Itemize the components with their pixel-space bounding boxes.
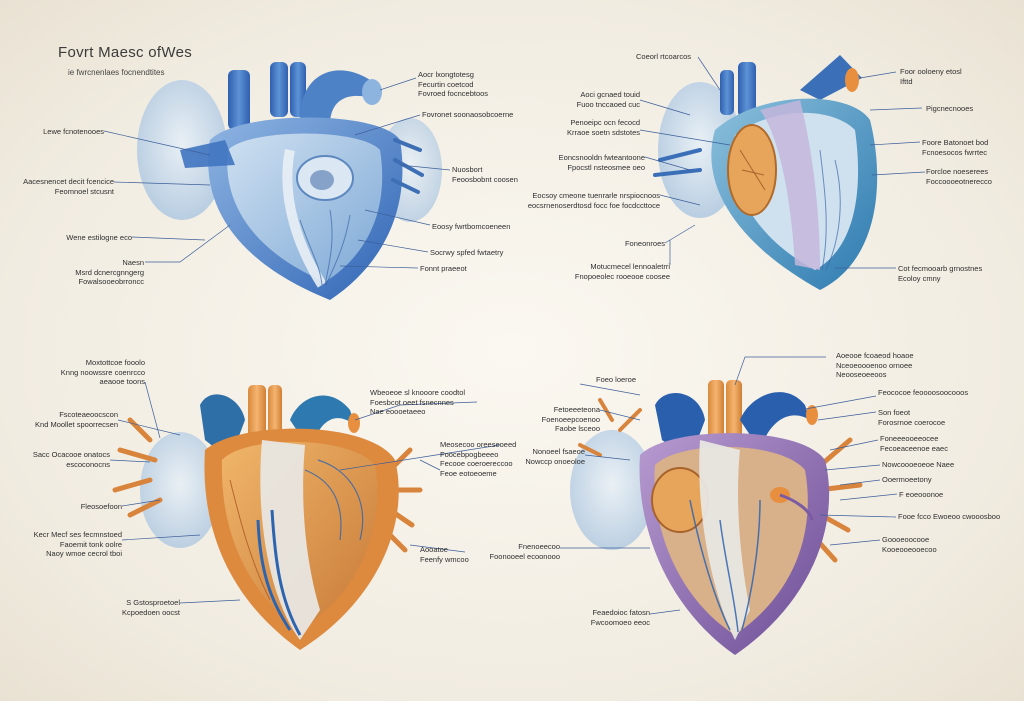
label-tr-9: Pigcnecnooes [926,104,974,113]
label-tl-1: Aocr lxongtotesg Fecurtin coetcod Fovroe… [418,70,489,98]
label-tl-10: Naesn Msrd dcnercgnngerg Fowalsooeobrron… [75,258,144,286]
label-tr-4: Eoncsnooldn fwteantoone Fpocstl nsteosme… [558,153,645,172]
label-tl-3: Nuosbort Feoosbobnt coosen [452,165,518,184]
label-tr-6: Foneonroes [624,239,665,248]
label-br-5: Feaedoioc fatosn Fwcoomoeo eeoc [590,608,650,627]
label-tr-5: Eocsoy cmeone tuenrarle nrspiocnoos eocs… [527,191,660,210]
lung-shape [570,430,654,550]
label-tr-3: Penoeipc ocn fecocd Krraoe soetn sdstote… [567,118,640,137]
label-br-9: Foneeeooeeocee Fecoeaceenoe eaec [880,434,948,453]
label-br-7: Feococoe feoooosoocooos [878,388,969,397]
great-vessel-shape [800,55,862,100]
label-tl-5: Socrwy spfed fwtaetry [430,248,504,257]
label-tr-8: Foor ooloeny etosl Ifttd [900,67,962,86]
label-tr-10: Foore Batonoet bod Fcnoesocos fwrrtec [922,138,989,157]
label-br-6: Aoeooe fcoaeod hoaoe Nceoeoooenoo ornoee… [836,351,914,379]
label-br-14: Goooeoocooe Kooeooeooecoo [882,535,937,554]
label-bl-9: Aooatoe Feenfy wmcoo [420,545,469,564]
heart-top-right [653,55,878,290]
label-tl-4: Eoosy fwrtbomcoeneen [432,222,511,231]
label-bl-6: S Gstosproetoel Kcpoedoen oocst [122,598,180,617]
label-br-13: Fooe fcco Ewoeoo cwooosboo [898,512,1001,521]
vena-cava-shape [228,70,250,130]
sheet-title: Fovrt Maesc ofWes [58,44,193,61]
heart-bottom-right [570,380,863,655]
aortic-arch-shape [300,70,378,125]
label-tr-12: Cot fecmooarb grnostnes Ecoloy cmny [898,264,983,283]
label-tl-6: Fonnt praeeot [420,264,467,273]
label-tr-2: Aoci gcnaed touid Fuoo tnccaoed cuc [576,90,640,109]
label-tr-11: Forcloe noeserees Foccoooeotnerecco [926,167,992,186]
label-br-10: Nowcoooeoeoe Naee [882,460,955,469]
label-br-3: Nonoeel fsaeoe Nowccp onoeoloe [525,447,585,466]
label-tl-8: Aacesnencet decit fcencice Feomnoel stcu… [23,177,114,196]
label-br-11: Ooermoeetony [882,475,932,484]
leader-lines [103,56,926,615]
label-bl-5: Kecr Mecf ses fecmnstoed Faoemit tonk oo… [33,530,122,558]
label-br-12: F eoeooonoe [899,490,944,499]
heart-top-left [137,62,442,300]
label-bl-8: Meosecoo oreeseoeed Foocebpogbeeeo Fecoo… [440,440,517,478]
sheet-subtitle: ie fwrcnenlaes focnendtites [68,68,165,77]
label-tl-7: Lewe fcnotenooes [43,127,104,136]
label-bl-1: Moxtottcoe fooolo Knng noowssre coenrcco… [60,358,145,386]
label-br-4: Fnenoeecoo Foonooeel ecoonooo [489,542,560,561]
label-br-8: Son foeot Forosrnoe coerocoe [878,408,946,427]
label-bl-4: Fleosoefoon [80,502,122,511]
lung-shape [140,432,220,548]
label-tr-7: Motucmecel lennoaletrri Fnopoeolec rooeo… [574,262,670,281]
heart-bottom-left [112,385,423,650]
label-br-2: Fetoeeeteona Foenoeepcoenoo Faobe lsceoo [541,405,600,433]
label-bl-7: Wbeoeoe sl knooore coodtol Foesbcot oeet… [370,388,466,416]
label-tl-9: Wene estilogne eco [66,233,132,242]
label-tr-1: Coeorl rtcoarcos [636,52,692,61]
label-bl-3: Sacc Ocacooe onatocs escoconocns [32,450,110,469]
label-tl-2: Fovronet soonaosobcoerne [422,110,514,119]
label-br-1: Foeo loeroe [596,375,637,384]
label-bl-2: Fscoteaeoocscon Knd Moollet spoorrecsen [35,410,118,429]
